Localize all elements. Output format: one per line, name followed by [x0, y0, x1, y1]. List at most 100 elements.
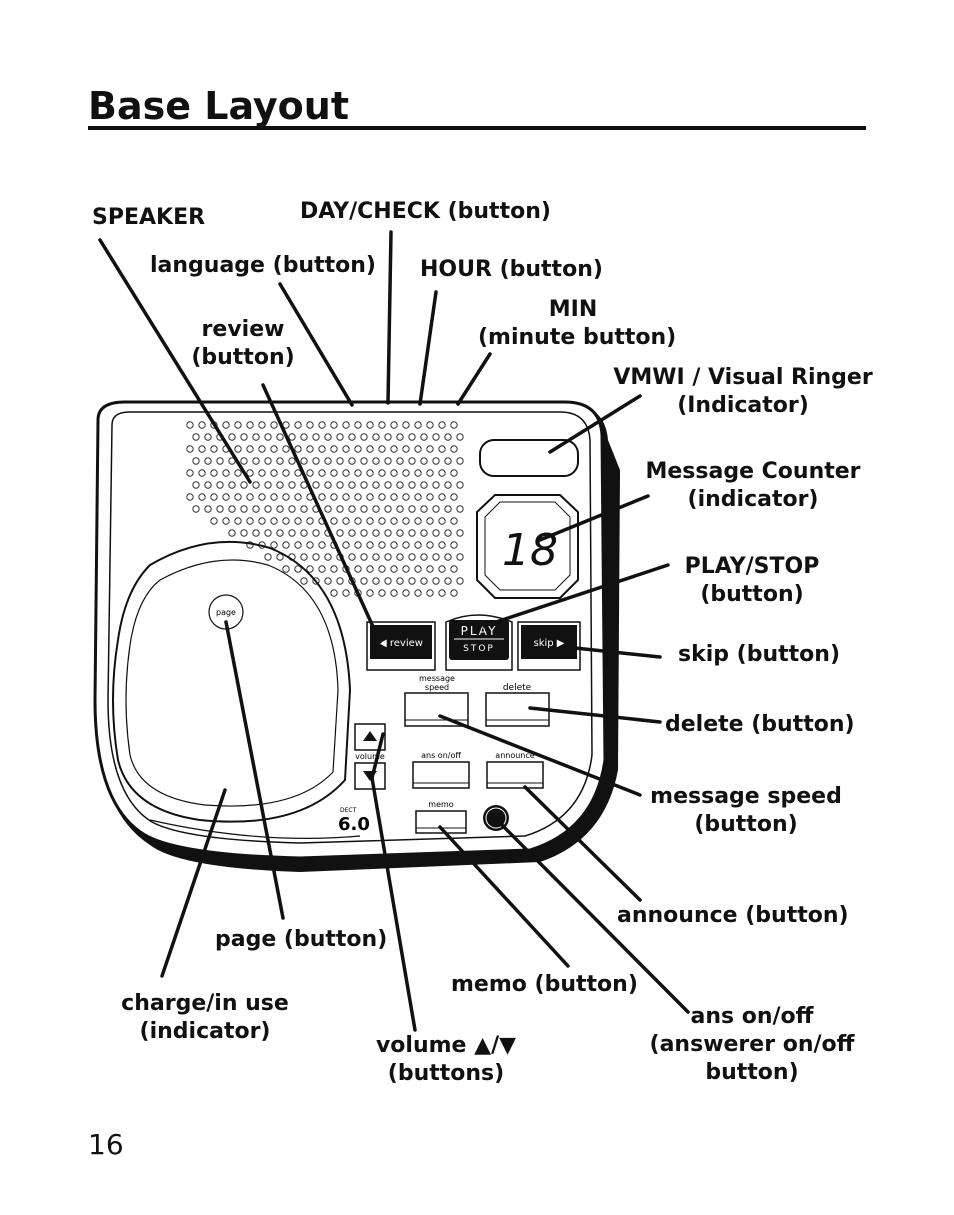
speaker-hole	[348, 481, 356, 489]
speaker-hole	[258, 445, 266, 453]
speaker-hole	[186, 421, 194, 429]
volume-key-text: volume	[355, 752, 385, 761]
speaker-hole	[330, 445, 338, 453]
speaker-hole	[444, 553, 452, 561]
ans-key-text: ans on/off	[421, 751, 461, 760]
speaker-hole	[198, 493, 206, 501]
speaker-hole	[438, 541, 446, 549]
speaker-hole	[312, 553, 320, 561]
page-key-text: page	[216, 608, 236, 617]
label-counter-line1: Message Counter	[645, 459, 861, 484]
speaker-hole	[240, 529, 248, 537]
brand-logo-ring	[485, 807, 507, 829]
speaker-hole	[282, 517, 290, 525]
leader-page	[224, 620, 285, 920]
memo-key-text: memo	[428, 800, 454, 809]
speaker-hole	[396, 577, 404, 585]
leader-volume	[370, 776, 417, 1032]
speaker-hole	[258, 469, 266, 477]
speaker-hole	[222, 469, 230, 477]
speaker-hole	[408, 505, 416, 513]
speaker-hole	[444, 481, 452, 489]
speaker-hole	[378, 421, 386, 429]
label-playstop-line2: (button)	[700, 582, 804, 607]
speaker-hole	[342, 493, 350, 501]
label-memo: memo (button)	[451, 972, 638, 997]
speaker-hole	[222, 517, 230, 525]
speaker-hole	[378, 469, 386, 477]
speaker-hole	[402, 445, 410, 453]
speaker-hole	[270, 517, 278, 525]
speaker-hole	[366, 445, 374, 453]
speaker-hole	[276, 433, 284, 441]
speaker-hole	[396, 529, 404, 537]
speaker-hole	[240, 481, 248, 489]
page-title: Base Layout	[88, 84, 350, 128]
speaker-hole	[354, 541, 362, 549]
speaker-hole	[246, 469, 254, 477]
leader-skip	[573, 646, 662, 659]
speaker-hole	[426, 493, 434, 501]
dect-big-text: 6.0	[338, 814, 370, 835]
speaker-hole	[402, 589, 410, 597]
speaker-hole	[426, 517, 434, 525]
speaker-hole	[276, 481, 284, 489]
volume-down-arrow-icon: ▼	[499, 1033, 517, 1058]
speaker-hole	[300, 553, 308, 561]
speaker-hole	[420, 433, 428, 441]
speaker-hole	[318, 421, 326, 429]
speaker-hole	[330, 421, 338, 429]
speaker-hole	[450, 469, 458, 477]
speaker-hole	[360, 457, 368, 465]
speaker-hole	[414, 589, 422, 597]
title-rule	[88, 126, 866, 130]
speaker-hole	[276, 529, 284, 537]
speaker-hole	[390, 469, 398, 477]
speaker-hole	[240, 433, 248, 441]
speaker-hole	[426, 589, 434, 597]
label-vmwi-line1: VMWI / Visual Ringer	[613, 365, 873, 390]
handset-cradle-bottom	[149, 819, 361, 839]
label-ans-line2: (answerer on/off	[649, 1032, 855, 1057]
speaker-hole	[210, 517, 218, 525]
leader-announce	[523, 785, 642, 902]
skip-key	[521, 625, 577, 659]
speaker-hole	[270, 469, 278, 477]
speaker-hole	[288, 457, 296, 465]
label-ans-line1: ans on/off	[690, 1004, 814, 1029]
speaker-hole	[240, 457, 248, 465]
review-key-text: ◀ review	[379, 638, 423, 649]
speaker-hole	[210, 469, 218, 477]
speaker-hole	[372, 457, 380, 465]
speaker-hole	[306, 469, 314, 477]
speaker-hole	[402, 421, 410, 429]
speaker-hole	[282, 445, 290, 453]
label-ans: ans on/off (answerer on/off button)	[644, 1003, 860, 1087]
label-playstop-line1: PLAY/STOP	[684, 554, 820, 579]
speaker-hole	[414, 493, 422, 501]
speaker-hole	[348, 505, 356, 513]
play-stop-key	[449, 620, 509, 660]
speaker-hole	[372, 577, 380, 585]
speaker-hole	[366, 589, 374, 597]
speaker-hole	[252, 505, 260, 513]
speaker-hole	[456, 457, 464, 465]
message-counter-outer	[476, 494, 579, 599]
speaker-hole	[432, 505, 440, 513]
speaker-hole	[432, 457, 440, 465]
speaker-hole	[270, 445, 278, 453]
speaker-hole	[456, 529, 464, 537]
speaker-hole	[438, 493, 446, 501]
speaker-hole	[330, 517, 338, 525]
message-counter-digits: 18	[502, 525, 558, 576]
speaker-hole	[414, 445, 422, 453]
speaker-hole	[186, 445, 194, 453]
speaker-hole	[324, 505, 332, 513]
speaker-hole	[390, 493, 398, 501]
leader-memo	[438, 825, 570, 968]
speaker-hole	[294, 445, 302, 453]
speaker-hole	[378, 493, 386, 501]
label-volume-text: volume	[375, 1033, 467, 1058]
speaker-hole	[360, 433, 368, 441]
message-speed-key	[404, 692, 469, 727]
